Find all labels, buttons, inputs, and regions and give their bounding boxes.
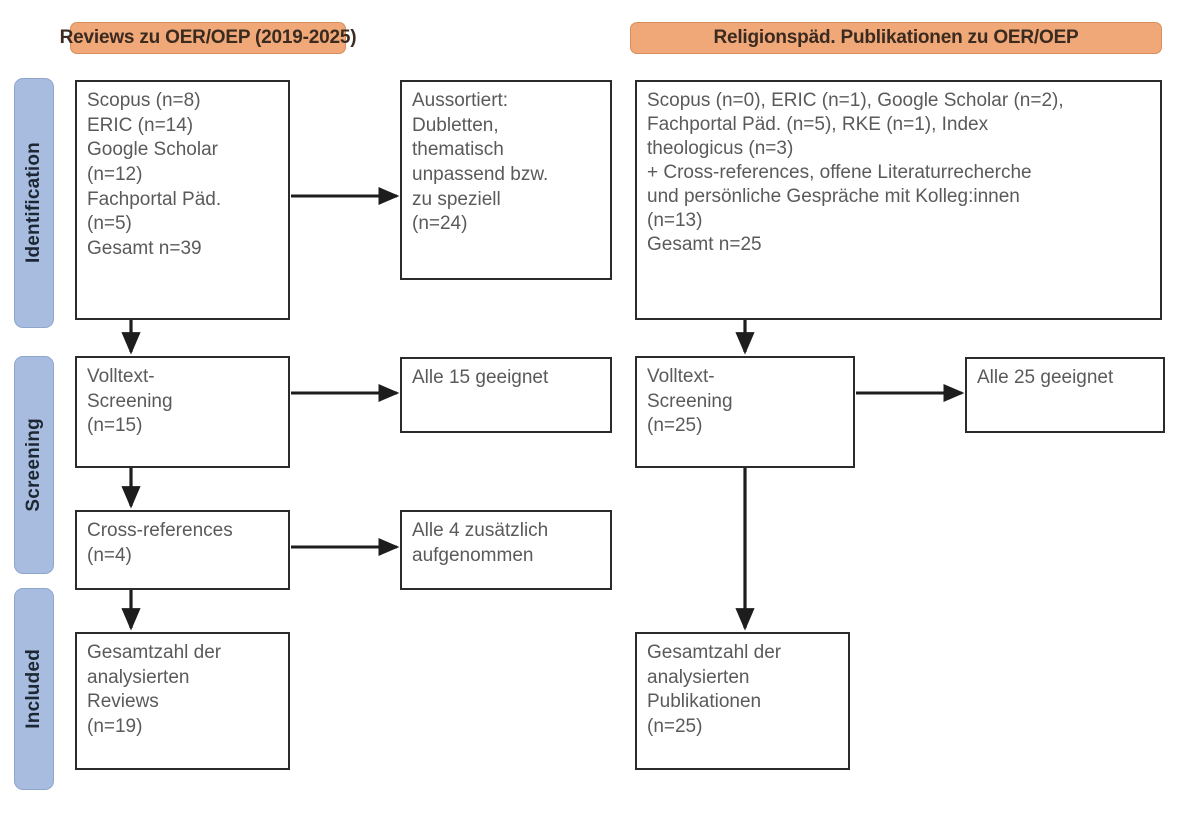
box-screening-result-right: Alle 25 geeignet xyxy=(965,357,1165,433)
column-banner-right: Religionspäd. Publikationen zu OER/OEP xyxy=(630,22,1162,54)
box-identification-left: Scopus (n=8) ERIC (n=14) Google Scholar … xyxy=(75,80,290,320)
stage-label-included: Included xyxy=(14,588,54,790)
box-crossreferences-left: Cross-references (n=4) xyxy=(75,510,290,590)
box-crossreferences-result-left: Alle 4 zusätzlich aufgenommen xyxy=(400,510,612,590)
box-included-right: Gesamtzahl der analysierten Publikatione… xyxy=(635,632,850,770)
box-screening-right: Volltext- Screening (n=25) xyxy=(635,356,855,468)
box-excluded-left: Aussortiert: Dubletten, thematisch unpas… xyxy=(400,80,612,280)
stage-label-identification: Identification xyxy=(14,78,54,328)
box-screening-left: Volltext- Screening (n=15) xyxy=(75,356,290,468)
stage-label-screening: Screening xyxy=(14,356,54,574)
box-included-left: Gesamtzahl der analysierten Reviews (n=1… xyxy=(75,632,290,770)
stage-label-screening-text: Screening xyxy=(23,418,44,512)
box-screening-result-left: Alle 15 geeignet xyxy=(400,357,612,433)
box-identification-right: Scopus (n=0), ERIC (n=1), Google Scholar… xyxy=(635,80,1162,320)
column-banner-left: Reviews zu OER/OEP (2019-2025) xyxy=(60,22,357,54)
stage-label-identification-text: Identification xyxy=(23,142,44,264)
stage-label-included-text: Included xyxy=(23,649,44,729)
